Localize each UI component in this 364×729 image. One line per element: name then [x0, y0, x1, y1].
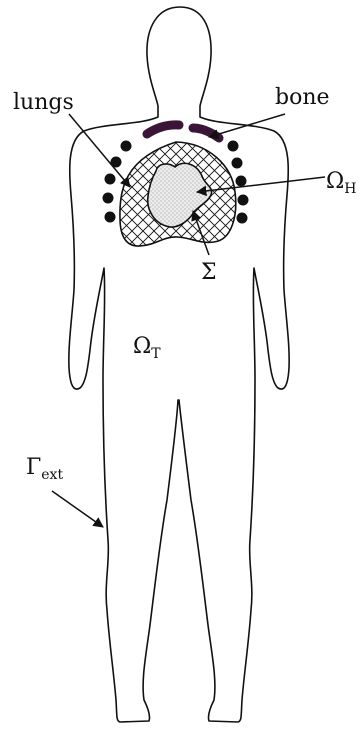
label-bone: bone — [275, 85, 330, 110]
body-outline — [69, 7, 289, 722]
label-lungs: lungs — [13, 90, 74, 115]
arrow-gamma-ext — [52, 491, 103, 527]
label-omega-h: ΩH — [326, 169, 356, 197]
label-gamma-ext: Γext — [26, 455, 63, 483]
label-sigma: Σ — [201, 260, 217, 285]
